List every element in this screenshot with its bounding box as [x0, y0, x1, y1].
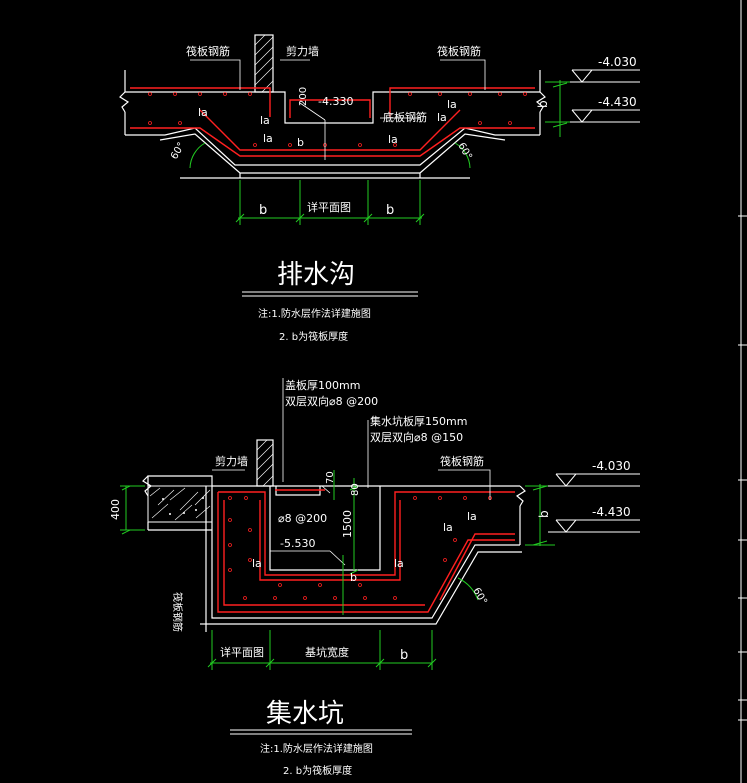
- sump-left-slab: [147, 485, 213, 523]
- sump-label-dim-1500: 1500: [341, 510, 354, 538]
- trench-label-raft-rebar-left: 筏板钢筋: [186, 44, 230, 58]
- sump-label-dim-400: 400: [109, 499, 122, 520]
- sump-label-la-1: la: [252, 557, 262, 570]
- trench-shear-wall-hatch: [254, 34, 274, 93]
- trench-label-b-mid: b: [297, 136, 304, 149]
- trench-title: 排水沟: [277, 260, 355, 290]
- sump-label-cover-slab-2: 双层双向⌀8 @200: [285, 394, 378, 408]
- sump-label-raft-rebar: 筏板钢筋: [440, 454, 484, 468]
- sump-title: 集水坑: [266, 699, 344, 729]
- trench-rebar: [130, 87, 535, 157]
- sump-label-dim-70: 70: [325, 471, 336, 484]
- trench-label-la-1: la: [198, 106, 208, 119]
- trench-bottom-dim: [235, 180, 425, 225]
- trench-label-dim-200: 200: [298, 87, 309, 106]
- sump-dims-vertical: [120, 470, 555, 615]
- trench-label-la-5: la: [447, 98, 457, 111]
- sump-level-top: -4.030: [592, 459, 631, 473]
- sump-rebar: [217, 489, 515, 613]
- sump-label-cover-slab-1: 盖板厚100mm: [285, 378, 360, 392]
- trench-note-1: 注:1.防水层作法详建施图: [258, 307, 371, 320]
- trench-dim-left: b: [259, 203, 267, 218]
- trench-label-level-mid: -4.330: [318, 95, 353, 108]
- trench-label-raft-rebar-right: 筏板钢筋: [437, 44, 481, 58]
- trench-label-shear-wall: 剪力墙: [286, 44, 319, 58]
- trench-label-la-6: la: [388, 133, 398, 146]
- sump-label-la-2: la: [394, 557, 404, 570]
- trench-dim-right: b: [386, 203, 394, 218]
- sump-label-dim-80: 80: [350, 483, 361, 496]
- trench-rebar-dots: [148, 92, 527, 147]
- sump-note-2: 2. b为筏板厚度: [283, 764, 352, 777]
- trench-section: 筏板钢筋 剪力墙 筏板钢筋 底板钢筋 200 -4.330 la la la l…: [119, 34, 640, 343]
- trench-level-bottom: -4.430: [598, 95, 637, 109]
- trench-label-angle-left: 60°: [169, 141, 187, 162]
- trench-leaders: [190, 59, 486, 160]
- trench-label-la-3: la: [263, 132, 273, 145]
- trench-right-thickness-dim: [545, 80, 570, 137]
- sump-label-la-4: la: [467, 510, 477, 523]
- sump-section: 盖板厚100mm 双层双向⌀8 @200 集水坑板厚150mm 双层双向⌀8 @…: [109, 378, 640, 777]
- sump-rebar-dots: [228, 496, 492, 600]
- sump-outline: [142, 439, 526, 632]
- sump-label-bar-200: ⌀8 @200: [278, 512, 327, 525]
- trench-level-markers: [560, 69, 640, 123]
- trench-label-b-right: b: [536, 100, 550, 108]
- trench-label-angle-right: 60°: [455, 141, 473, 162]
- trench-angle-arcs: [189, 142, 471, 169]
- sump-dim-right: b: [400, 648, 408, 663]
- sump-title-underline: [230, 729, 412, 735]
- sump-label-shear-wall: 剪力墙: [215, 454, 248, 468]
- sump-label-level-mid: -5.530: [280, 537, 315, 550]
- sump-level-markers: [548, 473, 640, 533]
- sump-label-la-3: la: [443, 521, 453, 534]
- sump-note-1: 注:1.防水层作法详建施图: [260, 742, 373, 755]
- drawing-frame-right: [738, 0, 747, 783]
- sump-bottom-dim: [207, 630, 437, 670]
- trench-outline: [119, 34, 546, 179]
- trench-level-top: -4.030: [598, 55, 637, 69]
- sump-label-angle: 60°: [470, 586, 488, 607]
- sump-angle-arc: [457, 577, 479, 601]
- sump-label-raft-rebar-vertical: 筏板钢筋: [171, 592, 184, 632]
- sump-label-b-mid: b: [350, 571, 357, 584]
- sump-dim-left: 详平面图: [220, 645, 264, 659]
- trench-title-underline: [242, 291, 418, 297]
- sump-label-pit-slab-2: 双层双向⌀8 @150: [370, 430, 463, 444]
- trench-label-bottom-rebar: 底板钢筋: [383, 110, 427, 124]
- sump-level-bottom: -4.430: [592, 505, 631, 519]
- trench-note-2: 2. b为筏板厚度: [279, 330, 348, 343]
- sump-label-pit-slab-1: 集水坑板厚150mm: [370, 414, 467, 428]
- trench-dim-middle: 详平面图: [307, 200, 351, 214]
- trench-label-la-4: la: [437, 111, 447, 124]
- sump-label-b-right: b: [537, 510, 551, 518]
- trench-label-la-2: la: [260, 114, 270, 127]
- sump-dim-middle: 基坑宽度: [305, 645, 349, 659]
- sump-shear-wall-hatch: [256, 439, 274, 487]
